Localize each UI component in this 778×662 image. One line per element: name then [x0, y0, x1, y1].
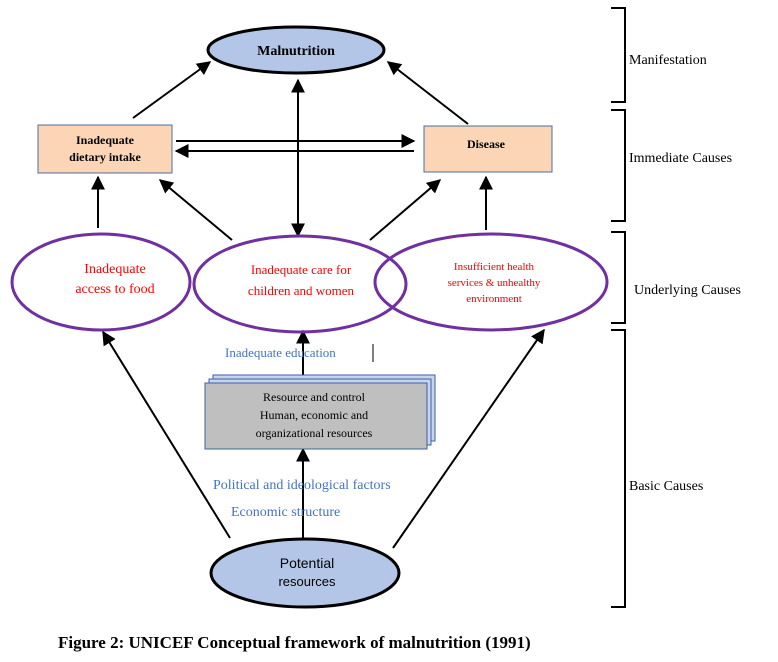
arrow-intake-to-malnutrition: [132, 61, 212, 119]
health-line1: Insufficient health: [454, 261, 535, 273]
arrows: [91, 61, 545, 549]
health-line3: environment: [466, 293, 522, 305]
inadequate-intake-box: [37, 124, 173, 174]
malnutrition-label: Malnutrition: [257, 44, 335, 59]
level-immediate: Immediate Causes: [629, 151, 732, 166]
care-line2: children and women: [248, 283, 355, 298]
bracket-underlying: [611, 231, 626, 324]
health-environment-node: [373, 232, 609, 332]
figure-caption: Figure 2: UNICEF Conceptual framework of…: [58, 633, 531, 652]
malnutrition-node: [206, 25, 386, 75]
level-manifestation: Manifestation: [629, 53, 707, 68]
potential-line2: resources: [278, 574, 336, 589]
inadequate-intake-line1: Inadequate: [76, 133, 135, 147]
resource-line3: organizational resources: [256, 426, 373, 440]
access-food-line2: access to food: [75, 282, 154, 297]
resource-line2: Human, economic and: [260, 408, 368, 422]
arrow-potential-to-food: [102, 330, 231, 539]
access-food-node: [10, 232, 192, 332]
resource-line1: Resource and control: [263, 390, 366, 404]
level-basic: Basic Causes: [629, 479, 703, 494]
access-food-line1: Inadequate: [84, 262, 145, 277]
economic-structure-label: Economic structure: [231, 505, 340, 520]
potential-line1: Potential: [280, 555, 334, 571]
health-line2: services & unhealthy: [448, 277, 541, 289]
bracket-basic: [611, 329, 626, 608]
arrow-care-to-disease: [369, 179, 442, 241]
arrow-care-to-intake: [158, 179, 233, 241]
disease-box: [423, 125, 553, 173]
resource-control-stack: [204, 374, 436, 450]
inadequate-education-label: Inadequate education: [225, 345, 336, 360]
care-node: [192, 234, 408, 334]
bracket-manifestation: [611, 7, 626, 103]
political-factors-label: Political and ideological factors: [213, 478, 391, 493]
level-brackets: [611, 7, 626, 608]
bracket-immediate: [611, 109, 626, 222]
disease-label: Disease: [467, 137, 506, 151]
potential-resources-node: [209, 537, 401, 609]
arrow-disease-to-malnutrition: [386, 61, 469, 125]
arrow-potential-to-health: [392, 328, 545, 549]
inadequate-intake-line2: dietary intake: [69, 150, 141, 164]
level-underlying: Underlying Causes: [634, 283, 741, 298]
care-line1: Inadequate care for: [251, 262, 352, 277]
